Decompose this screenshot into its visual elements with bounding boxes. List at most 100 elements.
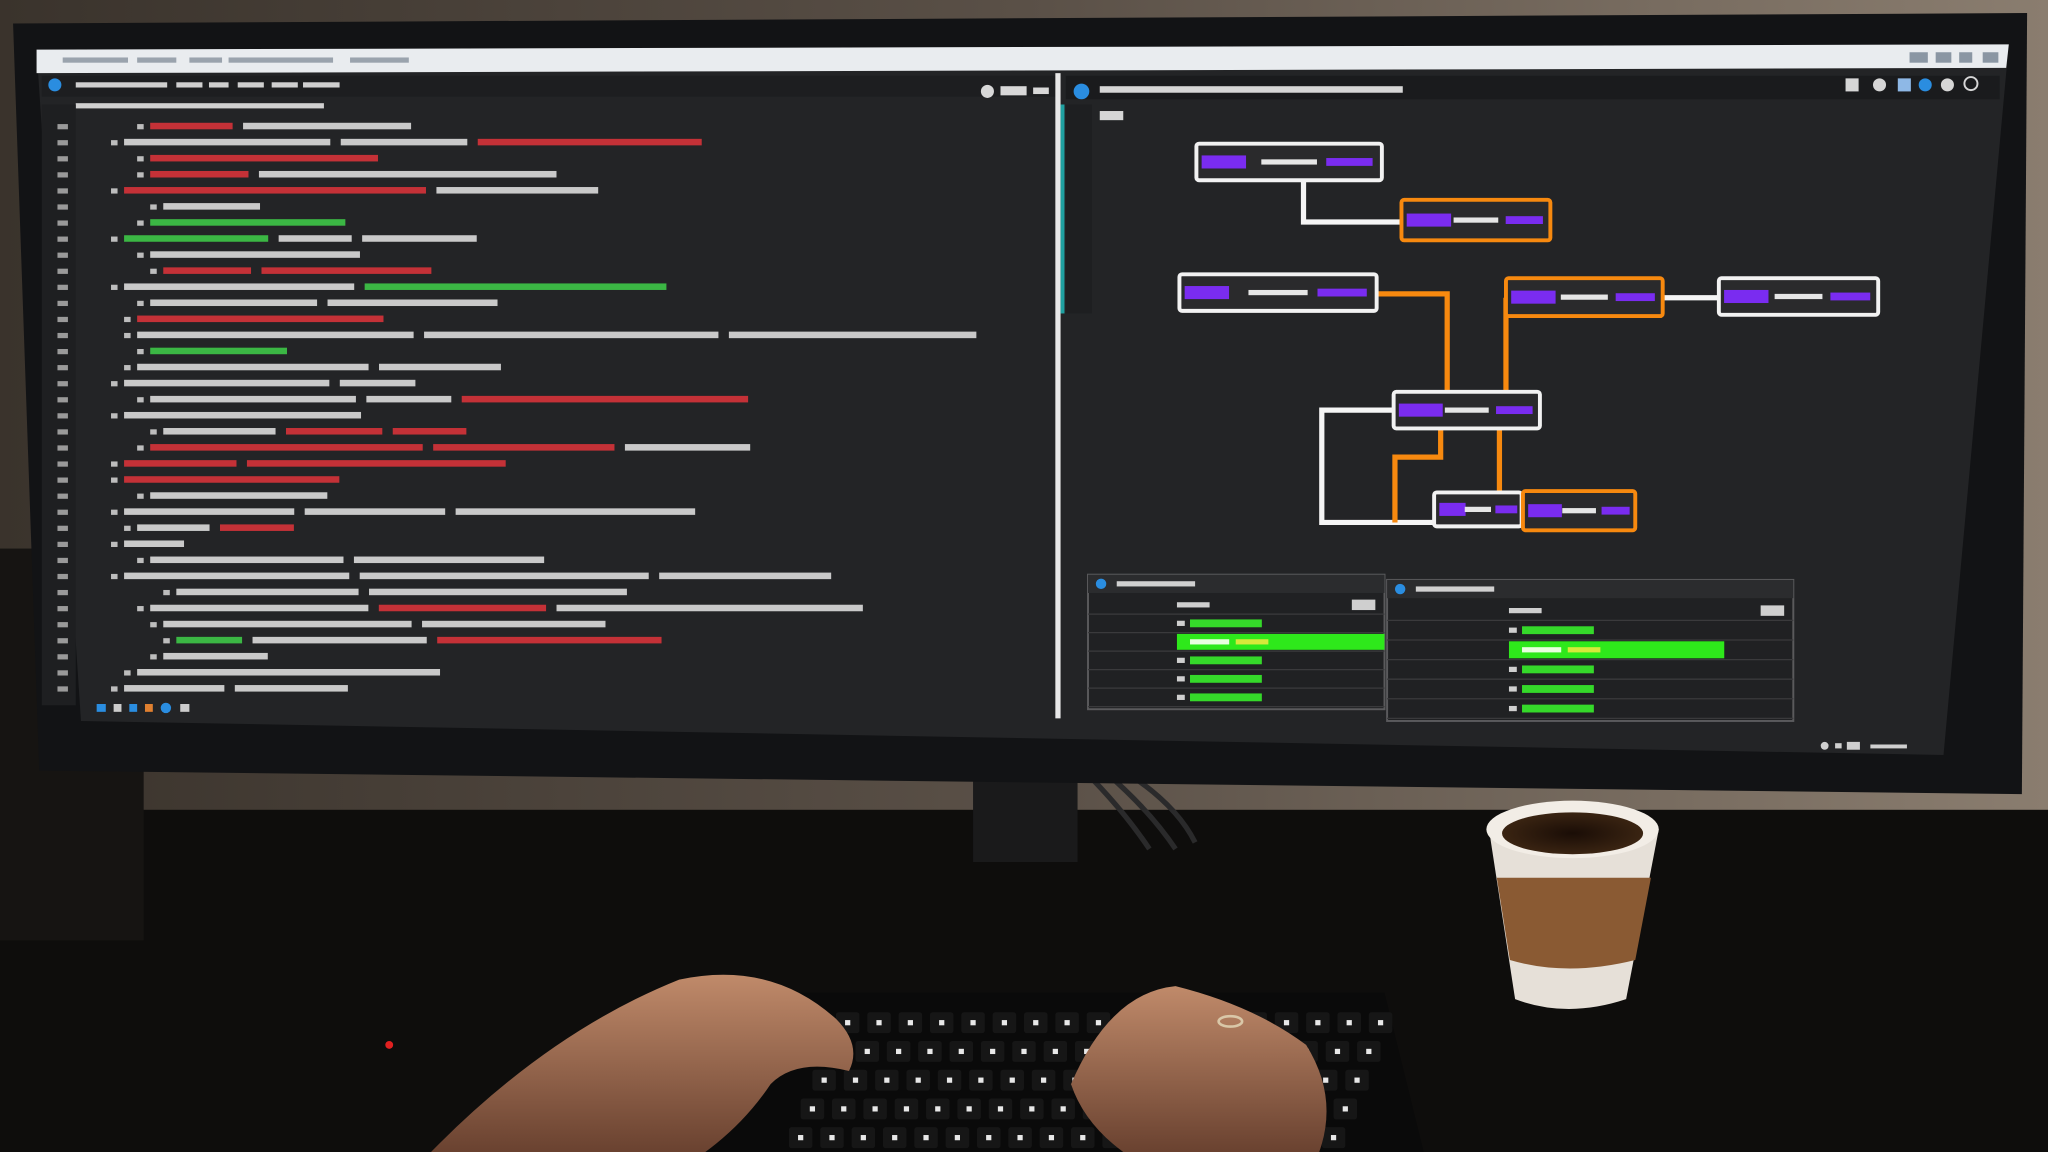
- system-tray-icons[interactable]: [1820, 741, 1907, 750]
- line-number: [57, 686, 68, 692]
- table-row[interactable]: [1387, 665, 1794, 680]
- key-legend: [841, 1106, 847, 1112]
- code-token: [163, 428, 276, 435]
- table-row[interactable]: [1387, 685, 1794, 700]
- code-line: [57, 636, 662, 644]
- diagram-node[interactable]: [1520, 489, 1638, 533]
- line-number: [57, 300, 68, 307]
- selected-row[interactable]: [1176, 633, 1385, 650]
- diagram-node[interactable]: [1504, 276, 1665, 319]
- code-token: [353, 556, 545, 564]
- table-row[interactable]: [1088, 619, 1385, 634]
- line-number: [57, 365, 68, 371]
- line-number: [57, 589, 68, 596]
- key-legend: [927, 1048, 933, 1055]
- code-token: [728, 331, 977, 339]
- editor-toolbar-icons[interactable]: [980, 84, 1049, 98]
- code-token: [150, 395, 356, 403]
- code-token: [278, 235, 352, 242]
- code-line: [57, 347, 287, 355]
- key-legend: [978, 1077, 984, 1083]
- key-legend: [1315, 1020, 1321, 1026]
- key-legend: [935, 1106, 941, 1112]
- code-token: [150, 444, 423, 451]
- app-logo-icon[interactable]: [48, 78, 62, 92]
- code-token: [340, 138, 468, 146]
- key-legend: [860, 1135, 866, 1141]
- table-row[interactable]: [1088, 674, 1385, 689]
- globe-icon[interactable]: [1073, 83, 1090, 100]
- table-row[interactable]: [1088, 633, 1385, 652]
- code-line: [57, 187, 599, 194]
- node-label: [1453, 217, 1499, 223]
- node-label: [1562, 508, 1596, 514]
- code-line: [57, 203, 261, 210]
- table-icon: [1095, 578, 1107, 590]
- node-tag: [1439, 502, 1466, 516]
- node-label: [1464, 506, 1492, 512]
- connector-white-1: [1300, 180, 1402, 225]
- line-number: [57, 573, 68, 580]
- code-token: [624, 444, 751, 451]
- code-token: [369, 588, 627, 596]
- diagram-node[interactable]: [1432, 490, 1524, 529]
- line-number: [57, 204, 68, 210]
- code-token: [150, 251, 360, 258]
- line-number: [57, 638, 68, 644]
- table-row[interactable]: [1387, 704, 1794, 720]
- diagram-node[interactable]: [1391, 389, 1542, 431]
- table-row[interactable]: [1088, 693, 1385, 708]
- code-token: [124, 411, 362, 419]
- diagram-node[interactable]: [1177, 272, 1379, 313]
- code-token: [124, 508, 295, 515]
- diagram-node[interactable]: [1716, 276, 1881, 317]
- diagram-toolbar-icons[interactable]: [1845, 76, 1979, 92]
- key-legend: [1354, 1077, 1360, 1083]
- node-label: [1248, 289, 1308, 296]
- key-legend: [1001, 1020, 1008, 1026]
- line-number: [57, 220, 68, 226]
- table-row[interactable]: [1387, 626, 1794, 641]
- key-legend: [954, 1135, 960, 1141]
- key-legend: [1323, 1077, 1329, 1083]
- fold-marker: [150, 268, 157, 274]
- table-title: [1116, 581, 1196, 587]
- table-row[interactable]: [1088, 656, 1385, 671]
- line-number: [57, 284, 68, 290]
- code-line: [57, 685, 348, 692]
- key-legend: [872, 1106, 878, 1112]
- code-line: [57, 540, 185, 548]
- fold-marker: [150, 622, 157, 628]
- key-legend: [1334, 1048, 1341, 1055]
- fold-marker: [111, 541, 118, 548]
- node-tag-secondary: [1830, 292, 1871, 301]
- key-legend: [1064, 1020, 1070, 1026]
- code-token: [436, 187, 599, 194]
- code-line: [57, 524, 294, 531]
- selected-row[interactable]: [1508, 641, 1725, 659]
- code-token: [359, 572, 649, 580]
- fold-marker: [124, 525, 131, 531]
- code-token: [137, 668, 441, 676]
- fold-marker: [111, 284, 118, 290]
- table-row[interactable]: [1387, 605, 1794, 622]
- cup-sleeve: [1496, 877, 1651, 969]
- fold-marker: [124, 670, 131, 676]
- node-tag-secondary: [1615, 293, 1655, 302]
- key-legend: [986, 1135, 992, 1141]
- key-legend: [1330, 1135, 1337, 1141]
- editor-taskbar-icons[interactable]: [96, 702, 190, 714]
- table-row[interactable]: [1088, 599, 1385, 615]
- connector-orange-4: [1392, 428, 1444, 523]
- window-controls[interactable]: [1909, 52, 1999, 63]
- line-number: [57, 172, 68, 178]
- table-row[interactable]: [1387, 641, 1794, 661]
- code-token: [163, 203, 261, 210]
- pane-divider[interactable]: [1055, 73, 1061, 719]
- diagram-node[interactable]: [1399, 197, 1553, 243]
- code-token: [659, 572, 832, 580]
- diagram-node[interactable]: [1194, 141, 1384, 183]
- code-token: [137, 363, 369, 371]
- fold-marker: [124, 332, 131, 339]
- connector-orange-1: [1376, 291, 1450, 392]
